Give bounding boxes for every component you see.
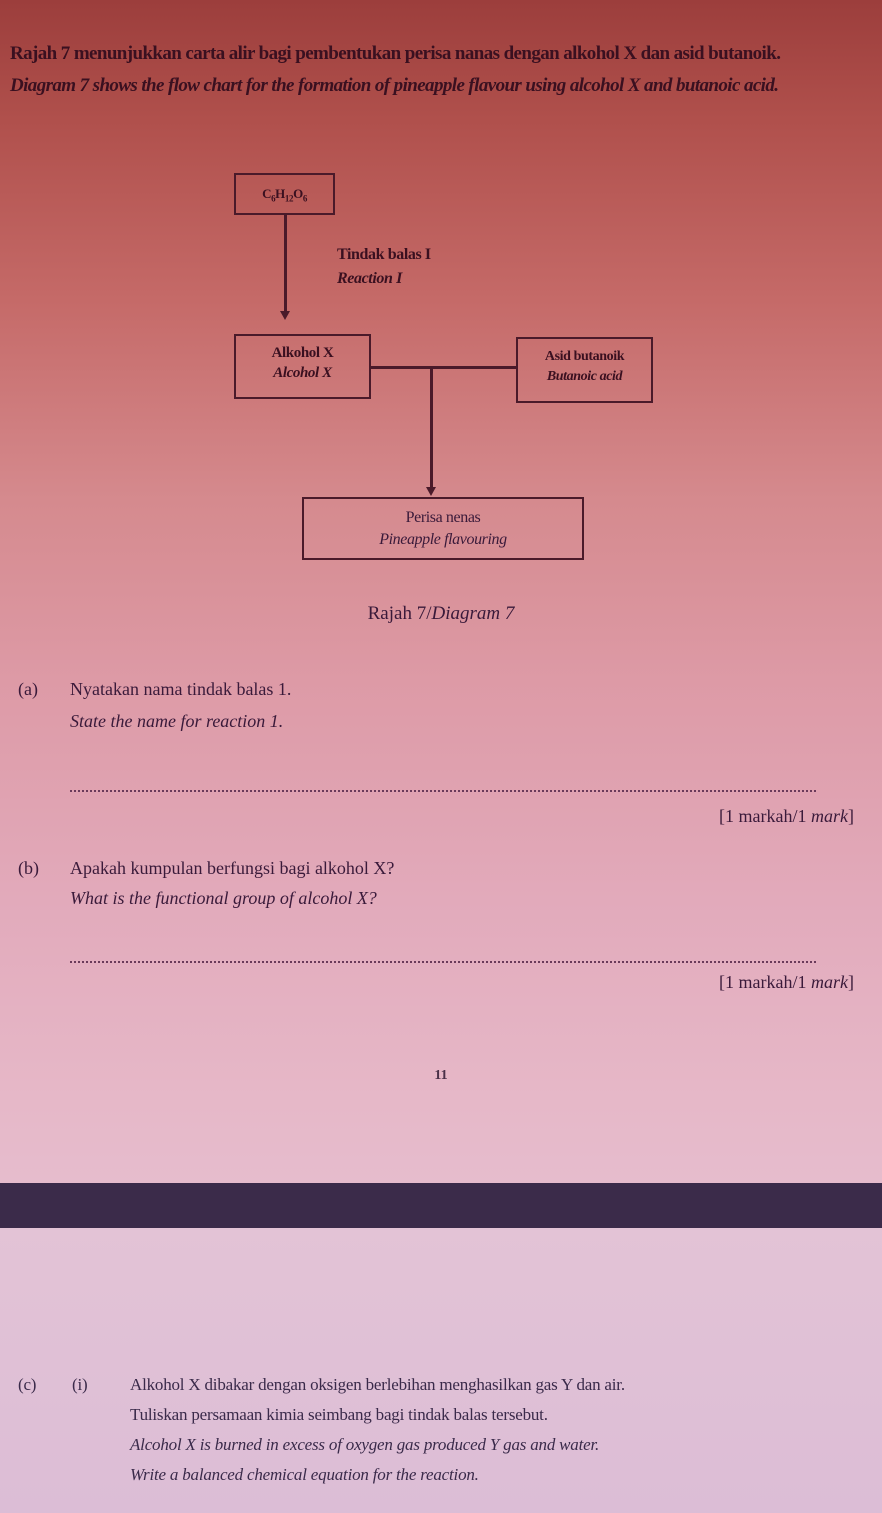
question-b-malay: Apakah kumpulan berfungsi bagi alkohol X… [70,858,395,878]
question-c-text: Alkohol X dibakar dengan oksigen berlebi… [130,1370,870,1490]
question-a-label: (a) [18,679,38,699]
page-divider-band [0,1183,882,1228]
butanoic-acid-malay: Asid butanoik [544,349,625,364]
intro-paragraph: Rajah 7 menunjukkan carta alir bagi pemb… [10,38,870,102]
question-c-label: (c) [18,1375,37,1394]
pineapple-flavouring-box: Perisa nenas Pineapple flavouring [302,497,584,560]
question-b-marks-close: ] [848,972,854,992]
reaction-arrowhead-icon [280,311,290,320]
reaction-arrow-line [284,215,287,311]
page-number: 11 [434,1068,448,1083]
glucose-box: C6H12O6 [234,173,335,215]
question-a-answer-line[interactable] [70,790,816,792]
pineapple-flavouring-english: Pineapple flavouring [379,531,507,548]
question-c-malay-line-2: Tuliskan persamaan kimia seimbang bagi t… [130,1405,548,1424]
question-b-english: What is the functional group of alcohol … [70,888,377,908]
question-b-label: (b) [18,858,39,878]
diagram-caption: Rajah 7/Diagram 7 [0,603,882,625]
butanoic-acid-box: Asid butanoik Butanoic acid [516,337,653,403]
question-c-english-line-1: Alcohol X is burned in excess of oxygen … [130,1435,600,1454]
next-page [0,1228,882,1513]
question-a-marks-close: ] [848,806,854,826]
question-c-english-line-2: Write a balanced chemical equation for t… [130,1465,479,1484]
alcohol-x-malay: Alkohol X [271,345,334,361]
reaction-label: Tindak balas I Reaction I [337,243,431,291]
question-a-marks-malay: [1 markah/1 [719,806,811,826]
diagram-caption-malay: Rajah 7/ [367,603,432,624]
question-b-answer-line[interactable] [70,961,816,963]
question-a-marks-english: mark [811,806,848,826]
question-a-malay: Nyatakan nama tindak balas 1. [70,679,292,699]
butanoic-acid-english: Butanoic acid [546,369,623,384]
connector-horizontal-line [371,366,516,369]
pineapple-flavouring-malay: Perisa nenas [405,509,481,526]
glucose-formula: C6H12O6 [262,186,307,204]
reaction-label-malay: Tindak balas I [337,246,431,263]
question-b-marks: [1 markah/1 mark] [719,972,854,993]
product-arrow-line [430,368,433,487]
alcohol-x-box: Alkohol X Alcohol X [234,334,371,399]
question-c-sub-label: (i) [72,1375,88,1394]
alcohol-x-english: Alcohol X [273,365,332,381]
reaction-label-english: Reaction I [337,270,402,287]
diagram-caption-english: Diagram 7 [431,603,515,624]
question-a-marks: [1 markah/1 mark] [719,806,854,827]
intro-malay: Rajah 7 menunjukkan carta alir bagi pemb… [10,43,781,64]
intro-english: Diagram 7 shows the flow chart for the f… [10,75,779,96]
question-b-marks-malay: [1 markah/1 [719,972,811,992]
question-b-marks-english: mark [811,972,848,992]
question-a-english: State the name for reaction 1. [70,711,284,731]
question-c-malay-line-1: Alkohol X dibakar dengan oksigen berlebi… [130,1375,625,1394]
product-arrowhead-icon [426,487,436,496]
